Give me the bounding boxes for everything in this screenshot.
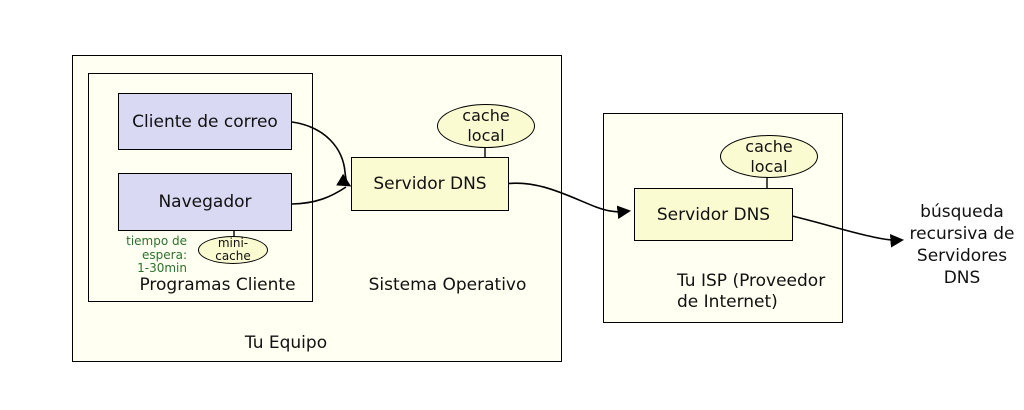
cache-local-left-ellipse: cache local bbox=[437, 104, 535, 148]
cliente-correo-label: Cliente de correo bbox=[132, 111, 278, 132]
tiempo-espera-annotation: tiempo de espera: 1-30min bbox=[126, 234, 187, 275]
cliente-correo-node: Cliente de correo bbox=[118, 93, 292, 150]
navegador-label: Navegador bbox=[158, 192, 252, 212]
programas-cliente-label: Programas Cliente bbox=[139, 275, 296, 295]
sistema-operativo-label: Sistema Operativo bbox=[368, 275, 527, 295]
tu-equipo-label: Tu Equipo bbox=[244, 333, 328, 353]
servidor-dns-local-node: Servidor DNS bbox=[351, 157, 509, 211]
tu-isp-label: Tu ISP (Proveedor de Internet) bbox=[677, 271, 826, 312]
servidor-dns-local-label: Servidor DNS bbox=[373, 174, 487, 194]
cache-local-right-ellipse: cache local bbox=[720, 135, 818, 178]
mini-cache-ellipse: mini- cache bbox=[198, 236, 268, 264]
navegador-node: Navegador bbox=[118, 173, 292, 231]
busqueda-recursiva-annotation: búsqueda recursiva de Servidores DNS bbox=[909, 202, 1015, 288]
servidor-dns-isp-node: Servidor DNS bbox=[634, 188, 793, 241]
servidor-dns-isp-label: Servidor DNS bbox=[656, 204, 771, 225]
